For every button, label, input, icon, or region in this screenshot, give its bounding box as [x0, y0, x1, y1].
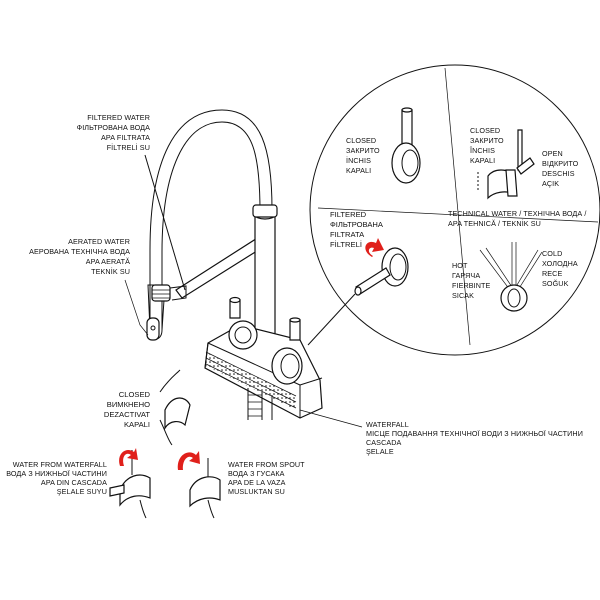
circle-filtered-ro: FILTRATA	[330, 230, 365, 239]
open-uk: ВІДКРИТО	[542, 159, 579, 168]
label-water-from-waterfall: WATER FROM WATERFALL ВОДА З НИЖНЬОЇ ЧАСТ…	[6, 460, 107, 496]
circle-closed2-uk: ЗАКРИТО	[470, 136, 504, 145]
circle-closed2-tr: KAPALI	[470, 156, 495, 165]
closed-handle-sketch	[159, 369, 191, 446]
waterfall-uk: МІСЦЕ ПОДАВАННЯ ТЕХНІЧНОЇ ВОДИ З НИЖНЬОЇ…	[366, 429, 583, 438]
rotate-arrow-icon	[365, 238, 384, 257]
cold-en: COLD	[542, 249, 562, 258]
faucet-illustration	[146, 109, 323, 420]
label-waterfall: WATERFALL МІСЦЕ ПОДАВАННЯ ТЕХНІЧНОЇ ВОДИ…	[299, 409, 583, 456]
waterfall-leader-line	[299, 409, 363, 428]
technical-line1: TECHNICAL WATER / ТЕХНІЧНА ВОДА /	[448, 209, 587, 218]
circle-closed2-ro: ÎNCHIS	[469, 146, 495, 155]
aerated-en: AERATED WATER	[68, 237, 130, 246]
waterfall-texture	[205, 351, 297, 410]
circle-closed-en: CLOSED	[346, 136, 376, 145]
rotate-arrow-icon	[119, 448, 138, 466]
aerated-tr: TEKNİK SU	[91, 267, 130, 276]
closed-uk: ВИМКНЕНО	[107, 400, 150, 409]
open-ro: DESCHIS	[542, 169, 575, 178]
hot-cold-lever-sketch	[479, 242, 543, 312]
aerated-ro: APA AERATĂ	[86, 257, 130, 266]
cold-ro: RECE	[542, 269, 562, 278]
from-waterfall-uk: ВОДА З НИЖНЬОЇ ЧАСТИНИ	[6, 469, 107, 478]
open-tr: AÇIK	[542, 179, 559, 188]
aerated-uk: АЕРОВАНА ТЕХНІЧНА ВОДА	[29, 247, 130, 256]
detail-leader-line	[307, 293, 356, 346]
waterfall-ro: CASCADA	[366, 438, 402, 447]
label-closed-main: CLOSED ВИМКНЕНО DEZACTIVAT KAPALI	[104, 390, 151, 429]
filtered-knob-sketch	[354, 238, 409, 296]
spout-handle-sketch	[177, 451, 221, 519]
technical-lever-sketch	[477, 129, 535, 200]
from-waterfall-tr: ŞELALE SUYU	[57, 487, 107, 496]
filtered-water-en: FILTERED WATER	[87, 113, 150, 122]
from-spout-tr: MUSLUKTAN SU	[228, 487, 285, 496]
from-spout-uk: ВОДА З ГУСАКА	[228, 469, 285, 478]
detail-circle: CLOSED ЗАКРИТО İNCHIS KAPALI FILTERED ФІ…	[307, 64, 600, 356]
filtered-water-ro: APA FILTRATA	[101, 133, 150, 142]
circle-closed-uk: ЗАКРИТО	[346, 146, 380, 155]
hot-ro: FIERBINTE	[452, 281, 491, 290]
cold-uk: ХОЛОДНА	[542, 259, 578, 268]
waterfall-en: WATERFALL	[366, 420, 409, 429]
from-spout-ro: APA DE LA VAZA	[228, 478, 286, 487]
from-waterfall-en: WATER FROM WATERFALL	[13, 460, 107, 469]
filtered-water-uk: ФІЛЬТРОВАНА ВОДА	[77, 123, 150, 132]
label-aerated-water: AERATED WATER АЕРОВАНА ТЕХНІЧНА ВОДА APA…	[29, 237, 149, 336]
technical-line2: APA TEHNICĂ / TEKNİK SU	[448, 219, 541, 228]
filtered-leader-line	[144, 154, 186, 291]
circle-closed-ro: İNCHIS	[346, 156, 371, 165]
open-en: OPEN	[542, 149, 563, 158]
from-waterfall-ro: APA DIN CASCADA	[41, 478, 107, 487]
hot-tr: SICAK	[452, 291, 474, 300]
label-filtered-water: FILTERED WATER ФІЛЬТРОВАНА ВОДА APA FILT…	[77, 113, 186, 291]
from-spout-en: WATER FROM SPOUT	[228, 460, 305, 469]
closed-tr: KAPALI	[124, 420, 150, 429]
rotate-arrow-icon	[177, 451, 200, 470]
closed-knob-sketch	[391, 107, 421, 184]
detail-divider-vertical	[444, 67, 471, 346]
filtered-water-tr: FİLTRELİ SU	[107, 143, 150, 152]
circle-filtered-uk: ФІЛЬТРОВАНА	[330, 220, 384, 229]
hot-uk: ГАРЯЧА	[452, 271, 480, 280]
aerated-leader-line	[124, 279, 149, 336]
hot-en: HOT	[452, 261, 468, 270]
label-water-from-spout: WATER FROM SPOUT ВОДА З ГУСАКА APA DE LA…	[228, 460, 305, 496]
closed-ro: DEZACTIVAT	[104, 410, 150, 419]
closed-en: CLOSED	[119, 390, 151, 399]
waterfall-handle-sketch	[109, 448, 151, 519]
circle-filtered-en: FILTERED	[330, 210, 367, 219]
circle-filtered-tr: FİLTRELİ	[330, 240, 362, 249]
waterfall-tr: ŞELALE	[366, 447, 394, 456]
cold-tr: SOĞUK	[542, 279, 569, 288]
circle-closed-tr: KAPALI	[346, 166, 371, 175]
detail-divider-horizontal	[317, 207, 599, 223]
circle-closed2-en: CLOSED	[470, 126, 500, 135]
